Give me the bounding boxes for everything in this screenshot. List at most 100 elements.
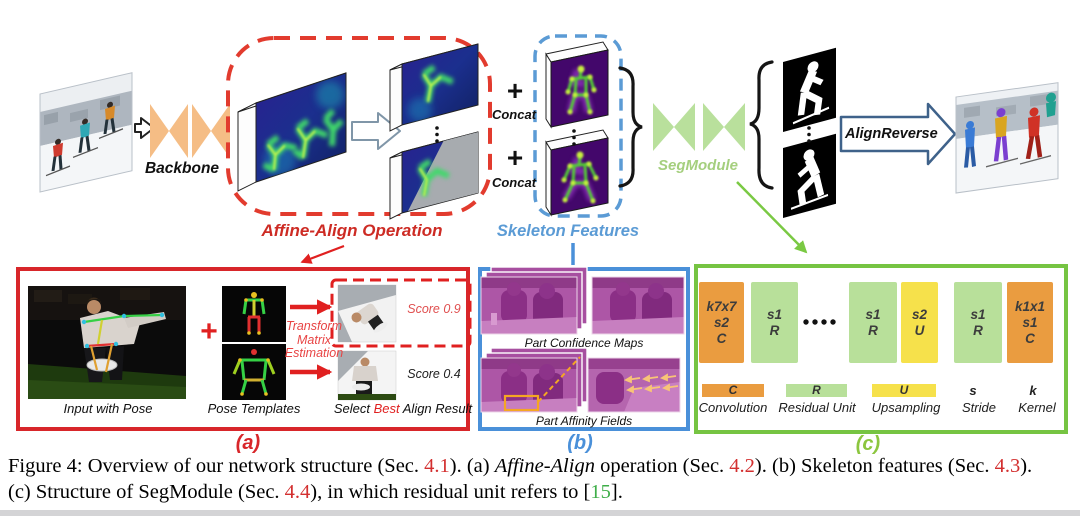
templates-caption: Pose Templates [207,401,301,416]
caption-line-1: Figure 4: Overview of our network struct… [8,453,1076,479]
block-line: s2 [713,314,730,330]
feature-map-person-1 [389,43,479,132]
section-ref: 4.4 [284,481,311,503]
legend-label-upsampling: Upsampling [871,400,941,415]
legend-label-stride: Stride [962,400,996,415]
part-confidence-map-single [591,276,685,335]
vertical-ellipsis-1 [435,126,439,143]
block-line: R [973,322,983,338]
caption-text: (c) Structure of SegModule (Sec. [8,481,285,503]
citation-ref: 15 [590,481,611,503]
block-line: s2 [911,306,928,322]
select-prefix: Select [333,401,374,416]
caption-text: ). (a) [449,455,495,477]
input-image [39,72,133,193]
align-result-top [337,284,397,343]
caption-text: Figure 4: Overview of our network struct… [8,455,425,477]
legend-symbol: C [728,383,738,397]
figure-caption: Figure 4: Overview of our network struct… [8,453,1076,505]
block-line: s1 [1022,314,1038,330]
legend-swatch-residual: R [786,384,847,397]
mask-tile-1 [783,47,836,132]
segmodule-block-conv-1: k7x7 s2 C [699,282,744,363]
block-line: R [868,322,878,338]
caption-text: ]. [610,481,623,503]
score-top-label: Score 0.9 [407,302,461,316]
best-score-dashed-box [330,278,472,348]
output-image [955,82,1059,194]
pose-template-2 [222,344,286,400]
affine-align-dashed-box [226,36,492,216]
skeleton-features-label: Skeleton Features [496,222,640,240]
caption-text: ), in which residual unit refers to [ [310,481,591,503]
caption-text: ). [1020,455,1033,477]
pose-template-1 [222,286,286,342]
affinity-fields-caption: Part Affinity Fields [535,414,633,428]
affine-align-label: Affine-Align Operation [261,221,443,240]
concat-plus-bottom: + [506,142,524,173]
legend-symbol-kernel: k [1029,383,1037,398]
concat-label-top: Concat [491,107,537,122]
segmodule-label: SegModule [657,157,738,174]
block-line: U [914,322,925,338]
caption-affine-align: Affine-Align [494,455,595,477]
input-caption: Input with Pose [63,401,153,416]
segmodule-block-up: s2 U [901,282,938,363]
score-bottom-label: Score 0.4 [407,367,461,381]
alignreverse-label: AlignReverse [845,126,938,142]
skeleton-heatmap-2 [545,129,609,217]
part-confidence-map-stack [480,266,588,335]
caption-text: operation (Sec. [594,455,730,477]
legend-symbol-stride: s [969,383,977,398]
legend-label-kernel: Kernel [1018,400,1056,415]
caption-text: ). (b) Skeleton features (Sec. [754,455,995,477]
section-ref: 4.3 [994,455,1021,477]
block-line: C [1025,330,1035,346]
panel-b-tag: (b) [567,432,593,454]
select-caption: Select Best Align Result [330,401,476,416]
segmodule-block-res-3: s1 R [954,282,1002,363]
part-affinity-field-single [587,357,681,413]
skeleton-heatmap-1 [545,41,609,129]
affine-align-connector-arrow [300,244,345,264]
block-line: s1 [970,306,986,322]
segmodule-block-res-2: s1 R [849,282,897,363]
legend-symbol: U [899,383,909,397]
legend-swatch-upsampling: U [872,384,936,397]
block-line: R [769,322,780,338]
flow-arrow-icon [134,117,155,139]
panel-c-tag: (c) [855,433,881,455]
panel-c-segmodule [694,264,1068,434]
block-line: k1x1 [1014,298,1046,314]
left-brace-icon [749,60,774,190]
concat-label-bottom: Concat [491,175,537,190]
legend-label-convolution: Convolution [698,400,768,415]
segmodule-block-res-1: s1 R [751,282,798,363]
section-ref: 4.2 [729,455,755,477]
vertical-ellipsis-2 [572,129,576,146]
horizontal-ellipsis-blocks [803,319,836,325]
plus-sign-red: + [200,315,218,348]
panel-a-affine-align [16,267,470,431]
backbone-label: Backbone [144,160,220,177]
part-affinity-field-stack [480,347,588,413]
panel-a-tag: (a) [235,432,261,454]
concat-plus-top: + [506,75,524,106]
vertical-ellipsis-3 [807,126,811,143]
block-line: k7x7 [706,298,737,314]
legend-label-residual: Residual Unit [778,400,856,415]
alignreverse-arrow [839,102,957,166]
select-best: Best [373,401,400,416]
section-ref: 4.1 [424,455,450,477]
transform-matrix-label: Transform Matrix Estimation [284,319,344,360]
segmodule-block-conv-2: k1x1 s1 C [1007,282,1053,363]
select-suffix: Align Result [399,401,473,416]
segmodule-hourglass-icon [653,103,745,151]
block-line: s1 [766,306,783,322]
align-result-bottom [337,350,397,401]
mask-tile-2 [783,133,836,218]
input-with-pose-photo [28,286,186,399]
feature-map-large [237,72,347,192]
